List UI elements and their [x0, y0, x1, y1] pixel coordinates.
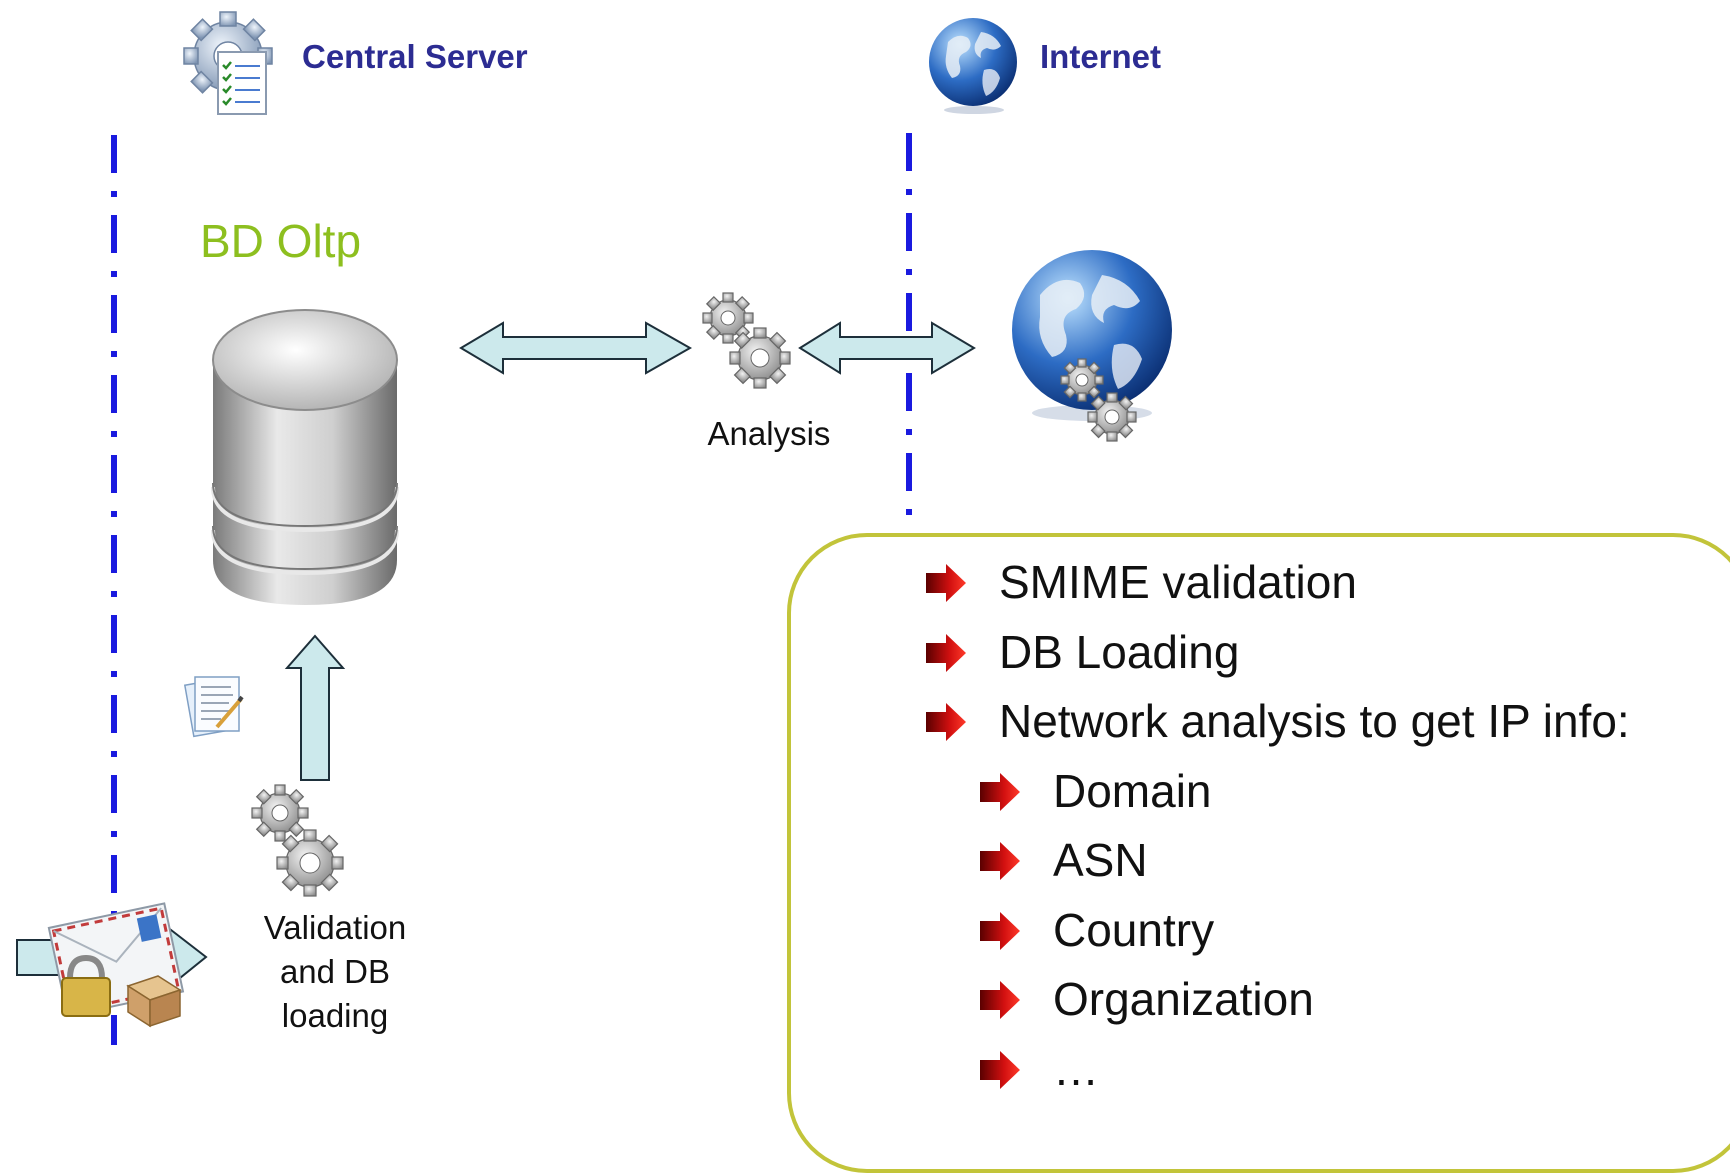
validation-caption-line-3: loading: [281, 997, 389, 1034]
bullet-text: Country: [1053, 903, 1215, 956]
bullet-text: Network analysis to get IP info:: [999, 695, 1630, 747]
bullet-text: Domain: [1053, 764, 1212, 817]
bullet-arrow-icon: [980, 981, 1020, 1019]
database-icon: [205, 305, 405, 615]
validation-gears-icon: [250, 778, 345, 903]
features-box: [787, 533, 1730, 1173]
document-icon: [183, 673, 247, 739]
bullet-arrow-icon: [980, 772, 1020, 811]
internet-boundary-line: [906, 133, 912, 518]
analysis-label: Analysis: [707, 415, 831, 452]
analysis-internet-double-arrow: [798, 321, 976, 375]
central-server-label: Central Server: [302, 38, 528, 75]
secure-mail-icon: [40, 900, 190, 1030]
internet-globe-icon: [926, 10, 1021, 115]
analysis-gears-icon: [698, 288, 794, 393]
bullet-text: DB Loading: [999, 625, 1240, 678]
db-title: BD Oltp: [200, 215, 362, 267]
bullet-text: ASN: [1053, 834, 1148, 886]
internet-label: Internet: [1040, 38, 1162, 75]
bullet-arrow-icon: [980, 1050, 1020, 1089]
bullet-text: Organization: [1053, 973, 1314, 1025]
bullet-text: …: [1053, 1042, 1099, 1095]
bullet-arrow-icon: [980, 842, 1020, 880]
globe-gears-icon: [1010, 245, 1180, 445]
db-analysis-double-arrow: [459, 321, 693, 375]
bullet-arrow-icon: [926, 703, 966, 741]
bullet-arrow-icon: [980, 911, 1020, 950]
validation-caption-line-1: Validation: [263, 909, 407, 946]
bullet-text: SMIME validation: [999, 556, 1357, 608]
bullet-arrow-icon: [926, 633, 966, 672]
validation-caption: Validation and DB loading: [235, 906, 435, 1038]
validation-caption-line-2: and DB: [279, 953, 391, 990]
up-arrow: [284, 634, 346, 781]
bullet-arrow-icon: [926, 564, 966, 602]
central-server-icon: [180, 10, 290, 120]
